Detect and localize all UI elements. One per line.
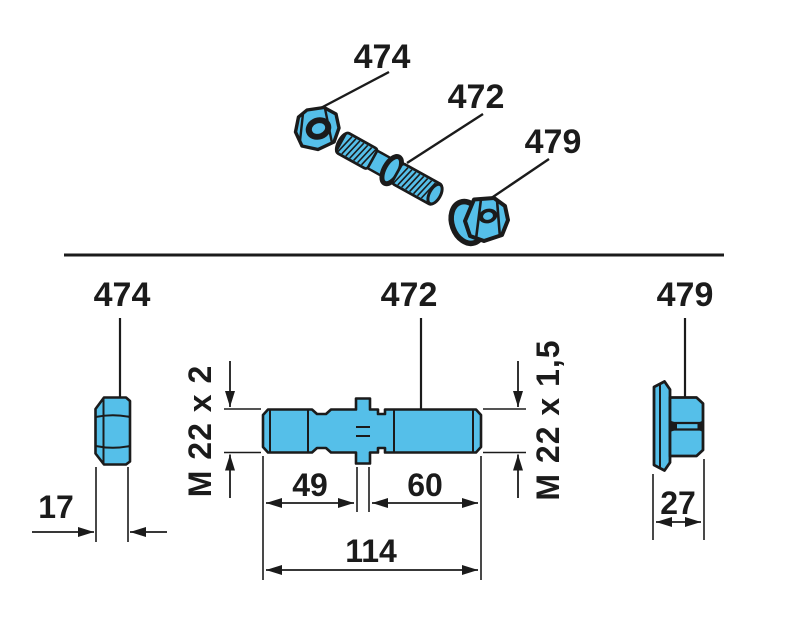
nut-side-view-group: 474 17 [32, 276, 167, 542]
side-label-nut: 474 [94, 276, 151, 314]
dim-27-value: 27 [660, 485, 696, 521]
flange-nut-3d [448, 196, 510, 247]
illustration-label-flange-nut: 479 [525, 123, 582, 161]
flange-side-outline [652, 380, 672, 472]
leader-line-nut [316, 70, 390, 112]
dim-49-value: 49 [292, 467, 328, 503]
thread-hatching [337, 136, 377, 166]
dim-thread-right: M 22 x 1,5 [483, 339, 566, 501]
nut-3d [293, 105, 341, 152]
dim-60-value: 60 [407, 467, 443, 503]
dim-114-value: 114 [345, 533, 397, 569]
nut-3d-hole [311, 123, 326, 134]
nut-side-facet [95, 445, 131, 449]
leader-line-flange-nut [483, 158, 550, 204]
nut-side-outline [94, 396, 132, 466]
dimensioned-section: 474 17 M 22 x 2 472 [32, 276, 713, 580]
stud-side-view-group: 472 [261, 276, 483, 465]
flange-nut-3d-hole [483, 212, 493, 220]
body-notch [670, 420, 677, 432]
dim-27: 27 [652, 459, 705, 540]
stud-3d [334, 131, 444, 206]
nut-3d-facet [298, 113, 305, 142]
dim-17-value: 17 [38, 489, 74, 525]
stud-side-outline [261, 397, 483, 465]
dim-thread-left: M 22 x 2 [182, 361, 261, 498]
flange-nut-3d-facet [474, 198, 483, 240]
stud-side-details [269, 409, 474, 453]
thread-hatching [393, 167, 437, 199]
nut-side-facet [95, 414, 131, 418]
dim-thread-left-value: M 22 x 2 [182, 365, 218, 498]
side-label-stud: 472 [381, 276, 438, 314]
illustration-label-stud: 472 [448, 78, 505, 116]
illustration-label-nut: 474 [354, 38, 411, 76]
leader-line-stud [406, 112, 484, 165]
flange-nut-body-outline [668, 396, 705, 458]
flange-nut-side-view-group: 479 27 [652, 276, 714, 540]
dim-thread-right-value: M 22 x 1,5 [530, 339, 566, 500]
body-notch [697, 420, 703, 432]
flange-nut-3d-facet [495, 199, 502, 238]
illustration-section: 474 472 [293, 38, 582, 247]
stud-3d-end-face [426, 182, 444, 206]
side-label-flange-nut: 479 [657, 276, 714, 314]
dim-17: 17 [32, 467, 167, 542]
dim-lengths: 49 60 114 [262, 456, 482, 580]
